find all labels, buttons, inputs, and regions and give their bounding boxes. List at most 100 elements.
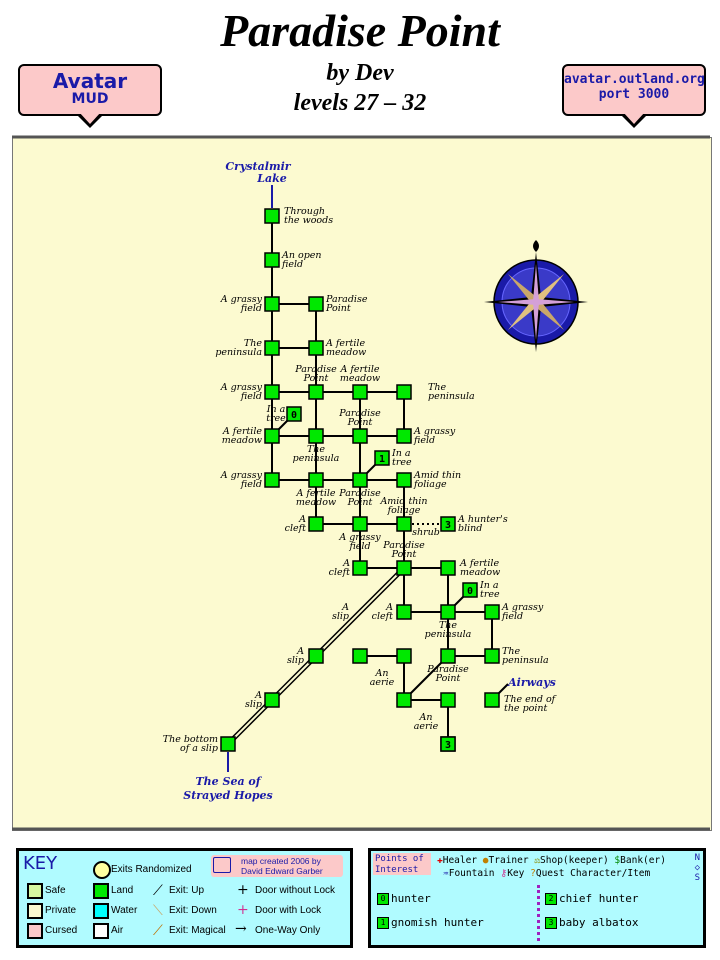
exit-crystalmir-lake[interactable]: Crystalmir	[225, 160, 291, 173]
room[interactable]	[440, 692, 456, 708]
room[interactable]	[484, 692, 500, 708]
room[interactable]	[396, 384, 412, 400]
room[interactable]	[440, 648, 456, 664]
exit-sea-of-strayed-hopes-2[interactable]: Strayed Hopes	[183, 789, 272, 802]
safe-swatch-icon	[27, 883, 43, 899]
room[interactable]	[352, 648, 368, 664]
key-cursed: Cursed	[45, 925, 78, 936]
room[interactable]	[396, 516, 412, 532]
room[interactable]	[352, 384, 368, 400]
room-label-aerie1: An	[375, 668, 389, 679]
exit-crystalmir-lake-2[interactable]: Lake	[256, 172, 286, 185]
map-key-panel: KEY Exits Randomized map created 2006 by…	[16, 848, 353, 948]
room-label-in-tree2: tree	[392, 457, 412, 468]
scroll-map-icon	[213, 857, 231, 873]
room[interactable]	[352, 428, 368, 444]
room[interactable]	[264, 340, 280, 356]
room[interactable]	[264, 472, 280, 488]
room[interactable]	[396, 692, 412, 708]
key-land: Land	[111, 885, 134, 896]
room[interactable]	[308, 428, 324, 444]
badge-line2: MUD	[71, 91, 109, 107]
exit-sea-of-strayed-hopes[interactable]: The Sea of	[196, 775, 263, 788]
poi-2-name[interactable]: chief hunter	[559, 892, 639, 905]
slip-link-inner	[315, 567, 405, 657]
room-label-peninsula5: The	[502, 646, 520, 657]
room[interactable]	[308, 296, 324, 312]
room-label-peninsula2: peninsula	[428, 391, 475, 402]
poi-room-number: 0	[467, 586, 473, 597]
points-of-interest-panel: Points of Interest ✚Healer ●Trainer ⚖Sho…	[368, 848, 706, 948]
room[interactable]	[396, 560, 412, 576]
poi-3-name[interactable]: baby albatox	[559, 916, 639, 929]
quest-icon: ?	[530, 868, 536, 879]
room-label-grassy2: A grassy	[220, 382, 263, 393]
room[interactable]	[308, 648, 324, 664]
room[interactable]	[308, 340, 324, 356]
poi-0-name[interactable]: hunter	[391, 892, 431, 905]
room-label-pp5: Point	[391, 549, 417, 560]
poi-1-name[interactable]: gnomish hunter	[391, 916, 484, 929]
room[interactable]	[352, 472, 368, 488]
cursed-swatch-icon	[27, 923, 43, 939]
door-no-lock-icon: +	[237, 882, 249, 898]
room-label-pp2: Paradise	[294, 364, 337, 375]
water-swatch-icon	[93, 903, 109, 919]
room[interactable]	[396, 428, 412, 444]
room[interactable]	[308, 516, 324, 532]
poi-1-marker: 1	[377, 917, 389, 929]
room-label-grassy1: A grassy	[220, 294, 263, 305]
room-label-open-field: An open	[281, 250, 322, 261]
poi-room[interactable]	[440, 736, 456, 752]
badge-line1: Avatar	[52, 69, 128, 93]
room-label-slip3: A	[254, 690, 262, 701]
key-exit-up: Exit: Up	[169, 885, 205, 896]
server-address-badge[interactable]: avatar.outland.org port 3000	[562, 64, 706, 128]
poi-room[interactable]	[440, 516, 456, 532]
room-label-pp2: Point	[303, 373, 329, 384]
room[interactable]	[352, 516, 368, 532]
poi-room[interactable]	[286, 406, 302, 422]
room[interactable]	[220, 736, 236, 752]
room-label-pp5: Paradise	[382, 540, 425, 551]
exit-up-icon: ⟋	[153, 883, 163, 899]
map-author: by Dev	[326, 60, 394, 86]
badge-tail	[620, 112, 648, 128]
room[interactable]	[264, 384, 280, 400]
exit-airways[interactable]: Airways	[507, 676, 556, 689]
room[interactable]	[264, 252, 280, 268]
room-label-end-point: the point	[504, 703, 548, 714]
compass-rose-icon	[484, 240, 588, 352]
poi-title-1: Points of	[375, 854, 424, 864]
room-label-slip2: A	[296, 646, 304, 657]
room[interactable]	[440, 560, 456, 576]
mini-compass-icon: N ◇ S	[694, 853, 700, 883]
poi-room[interactable]	[462, 582, 478, 598]
land-swatch-icon	[93, 883, 109, 899]
room[interactable]	[308, 472, 324, 488]
room[interactable]	[396, 648, 412, 664]
room-label-pp4: Point	[347, 497, 373, 508]
avatar-mud-badge[interactable]: Avatar MUD	[18, 64, 162, 128]
room-label-fertile3: meadow	[222, 435, 262, 446]
room[interactable]	[264, 692, 280, 708]
room[interactable]	[308, 384, 324, 400]
room[interactable]	[264, 428, 280, 444]
credit-box: map created 2006 by David Edward Garber	[211, 855, 343, 877]
room[interactable]	[264, 296, 280, 312]
room[interactable]	[396, 604, 412, 620]
room[interactable]	[484, 604, 500, 620]
server-host: avatar.outland.org	[564, 72, 705, 87]
room-label-blind: blind	[458, 523, 482, 534]
room[interactable]	[440, 604, 456, 620]
room-label-pp6: Paradise	[426, 664, 469, 675]
room-label-fertile1: meadow	[326, 347, 366, 358]
room[interactable]	[264, 208, 280, 224]
room[interactable]	[396, 472, 412, 488]
room-label-amid2: Amid thin	[379, 496, 427, 507]
credit-line2: David Edward Garber	[241, 866, 323, 876]
poi-room[interactable]	[374, 450, 390, 466]
room-label-slip1: A	[341, 602, 349, 613]
room[interactable]	[484, 648, 500, 664]
room[interactable]	[352, 560, 368, 576]
